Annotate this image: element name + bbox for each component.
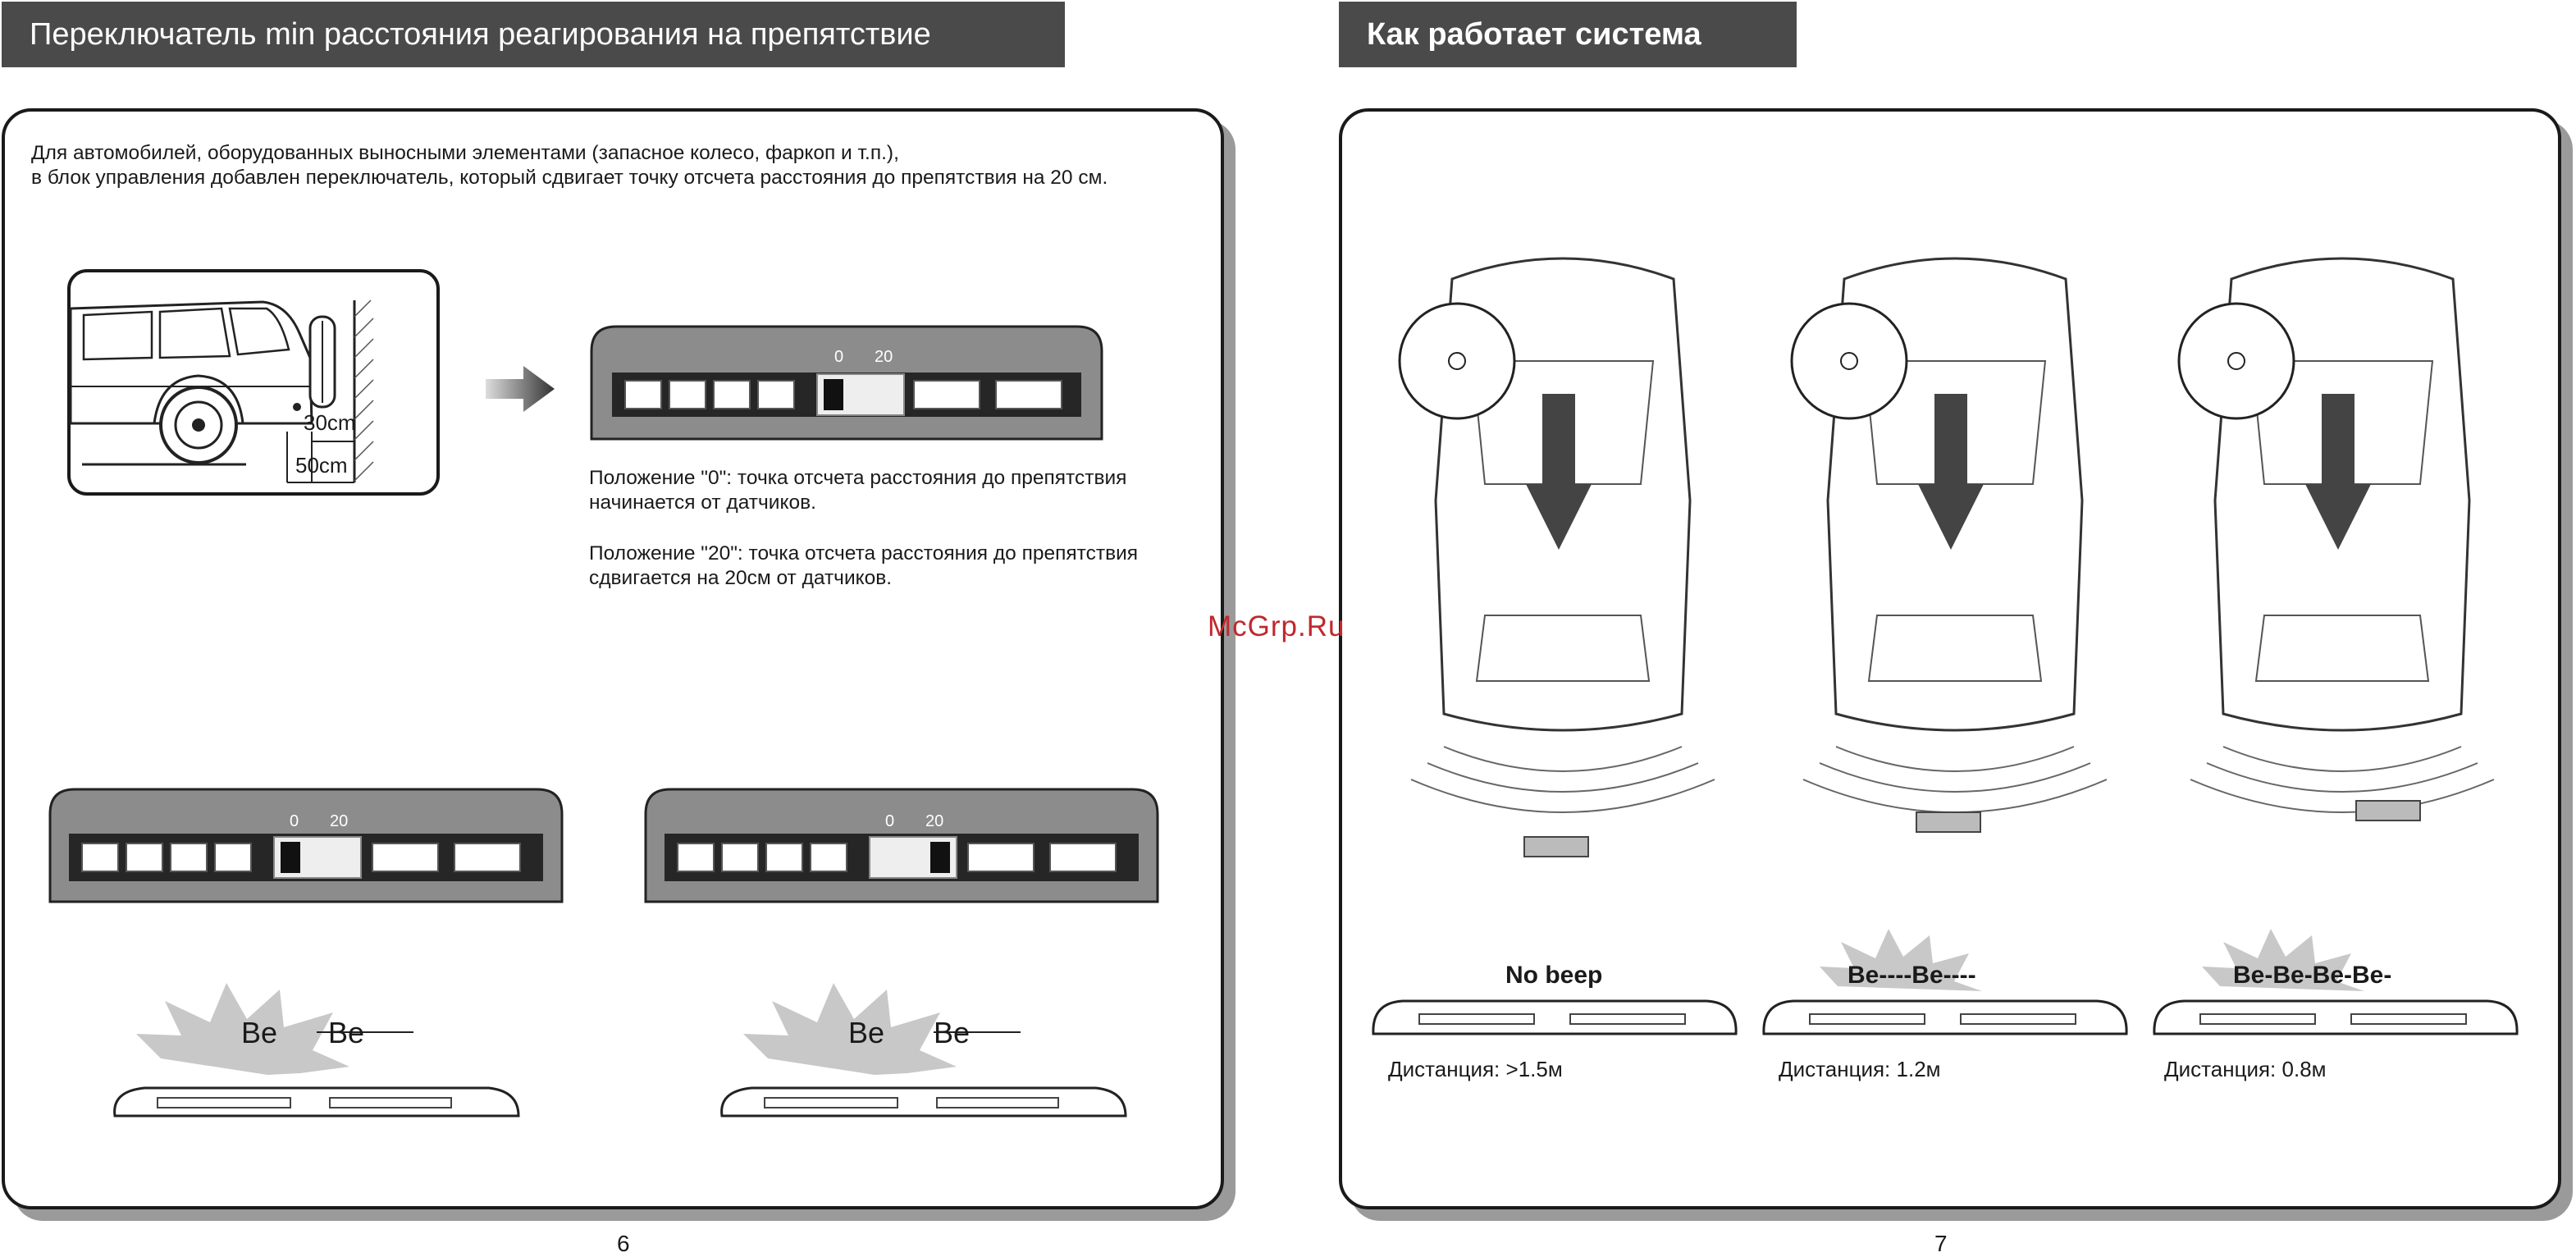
watermark: McGrp.Ru bbox=[1208, 610, 1345, 642]
switch-label-0-b: 0 bbox=[290, 812, 299, 830]
switch-label-20-b: 20 bbox=[330, 812, 349, 830]
scenario-3-beep: Be-Be-Be-Be- bbox=[2233, 962, 2392, 989]
intro-text: Для автомобилей, оборудованных выносными… bbox=[31, 141, 1213, 190]
scenario-1-distance: Дистанция: >1.5м bbox=[1388, 1057, 1563, 1081]
position-20-description: Положение "20": точка отсчета расстояния… bbox=[589, 542, 1138, 591]
switch-label-20: 20 bbox=[875, 348, 893, 366]
control-module-top bbox=[590, 325, 1103, 441]
scenario-2-distance: Дистанция: 1.2м bbox=[1779, 1057, 1941, 1081]
position-20-line-1: Положение "20": точка отсчета расстояния… bbox=[589, 542, 1139, 565]
beep-burst-display-left bbox=[113, 983, 520, 1118]
dim-label-50: 50cm bbox=[295, 453, 348, 478]
beep-burst-display-right bbox=[720, 983, 1127, 1118]
switch-label-20-c: 20 bbox=[925, 812, 944, 830]
intro-line-1: Для автомобилей, оборудованных выносными… bbox=[31, 142, 899, 164]
control-module-position-0 bbox=[48, 788, 564, 903]
beep-text-right-1: Be bbox=[848, 1016, 885, 1049]
display-3 bbox=[2153, 999, 2519, 1035]
position-0-line-2: начинается от датчиков. bbox=[589, 491, 816, 514]
car-top-view-3 bbox=[2177, 257, 2495, 821]
beep-text-right-2: Be bbox=[934, 1016, 971, 1049]
display-2 bbox=[1762, 999, 2128, 1035]
position-0-line-1: Положение "0": точка отсчета расстояния … bbox=[589, 467, 1127, 489]
scenario-1-beep: No beep bbox=[1505, 962, 1603, 989]
page-left: Переключатель min расстояния реагировани… bbox=[0, 0, 1288, 1256]
beep-text-left-1: Be bbox=[241, 1016, 278, 1049]
dim-label-30: 30cm bbox=[304, 410, 356, 435]
position-20-line-2: сдвигается на 20см от датчиков. bbox=[589, 567, 893, 589]
page-right: Как работает система No beep Дистанция: … bbox=[1288, 0, 2576, 1256]
display-1 bbox=[1372, 999, 1738, 1035]
intro-line-2: в блок управления добавлен переключатель… bbox=[31, 167, 1108, 189]
position-0-description: Положение "0": точка отсчета расстояния … bbox=[589, 466, 1126, 515]
suv-side-diagram bbox=[67, 269, 440, 496]
switch-label-0-c: 0 bbox=[885, 812, 895, 830]
car-top-view-2 bbox=[1790, 257, 2108, 833]
scenario-3-distance: Дистанция: 0.8м bbox=[2164, 1057, 2327, 1081]
page-number-right: 7 bbox=[1934, 1231, 1948, 1256]
scenario-2-beep: Be----Be---- bbox=[1848, 962, 1976, 989]
arrow-right-icon bbox=[486, 366, 555, 412]
page-title-left: Переключатель min расстояния реагировани… bbox=[2, 2, 1065, 67]
beep-burst-3 bbox=[2202, 929, 2364, 991]
car-top-view-1 bbox=[1398, 257, 1715, 857]
page-title-right: Как работает система bbox=[1339, 2, 1797, 67]
page-number-left: 6 bbox=[617, 1231, 630, 1256]
beep-text-left-2: Be bbox=[328, 1016, 365, 1049]
beep-burst-2 bbox=[1820, 929, 1982, 991]
switch-label-0: 0 bbox=[834, 348, 844, 366]
control-module-position-20 bbox=[644, 788, 1159, 903]
